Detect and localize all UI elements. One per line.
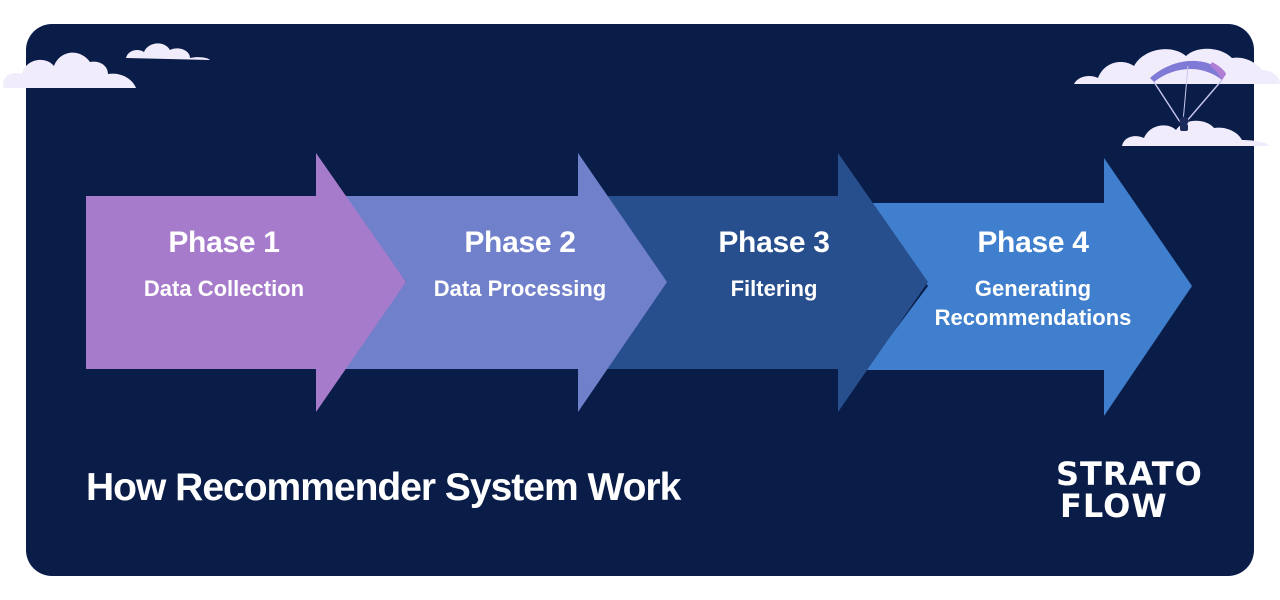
phase-arrow-3 [604,153,928,412]
phase-2: Phase 2 Data Processing [402,226,638,303]
phase-4: Phase 4 Generating Recommendations [914,226,1152,332]
logo-line-1: STRATO [1056,455,1203,493]
phase-arrow-2 [344,153,667,412]
phase-name: Filtering [730,276,818,301]
phase-3: Phase 3 Filtering [656,226,892,303]
cloud-icon [126,43,210,60]
phase-title: Phase 1 [168,226,280,259]
logo-line-2: FLOW [1060,487,1168,525]
diagram-title: How Recommender System Work [86,466,681,509]
phase-arrow-1 [86,153,406,412]
paraglider-icon [1150,60,1226,131]
cloud-icon [3,52,136,88]
phase-1: Phase 1 Data Collection [106,226,342,303]
cloud-icon [1122,120,1270,146]
phase-name: Data Collection [143,276,305,301]
phase-title: Phase 2 [464,226,576,259]
phase-name: Generating Recommendations [934,276,1132,330]
strato-flow-logo: STRATO FLOW [1056,455,1203,525]
phase-title: Phase 4 [977,226,1089,259]
phase-arrow-4 [865,158,1192,416]
phase-name: Data Processing [433,276,607,301]
phase-title: Phase 3 [718,226,830,259]
